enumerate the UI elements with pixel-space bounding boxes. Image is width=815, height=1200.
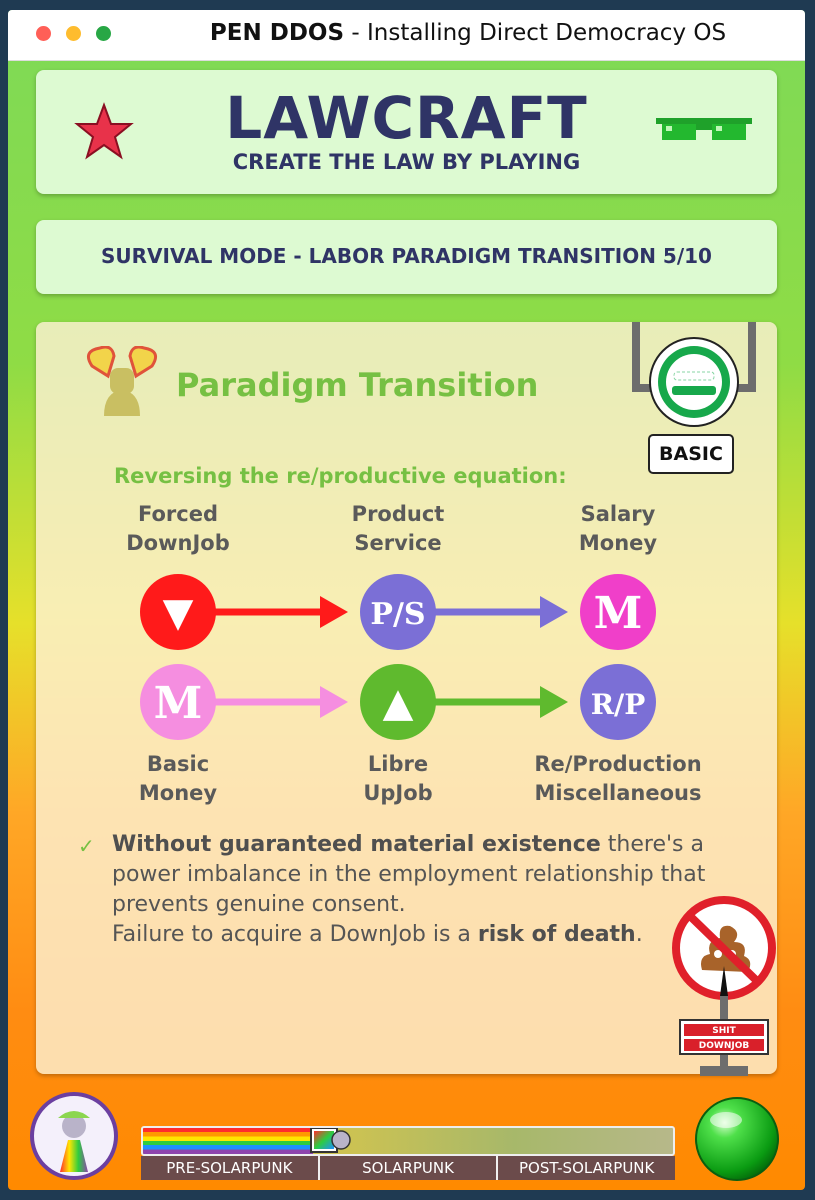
- level-badge: BASIC: [648, 434, 734, 474]
- game-header: LAWCRAFT CREATE THE LAW BY PLAYING: [36, 70, 777, 194]
- pixel-sunglasses-icon: [656, 118, 752, 140]
- no-shit-downjob-sign-icon: [672, 896, 776, 1076]
- equation-flow-diagram: ▼ P/S M M ▲ R/P: [140, 574, 656, 740]
- node-label-line: Money: [578, 531, 658, 555]
- sign-text-line-2: DOWNJOB: [698, 1041, 750, 1051]
- mode-text: SURVIVAL MODE - LABOR PARADIGM TRANSITIO…: [101, 244, 712, 268]
- node-circle: [580, 574, 656, 650]
- mode-banner: SURVIVAL MODE - LABOR PARADIGM TRANSITIO…: [36, 220, 777, 294]
- node-symbol: M: [594, 588, 643, 639]
- node-label-line: Product: [351, 502, 445, 526]
- solarpunk-progress-bar: [141, 1126, 675, 1156]
- progress-fill: [143, 1128, 313, 1154]
- body-text-3: .: [635, 922, 643, 947]
- body-bold-1: Without guaranteed material existence: [112, 832, 601, 857]
- window-title: PEN DDOS - Installing Direct Democracy O…: [148, 20, 788, 46]
- arrow-head-icon: [320, 596, 348, 628]
- body-bold-2: risk of death: [477, 922, 636, 947]
- node-label-line: Service: [354, 531, 442, 555]
- maximize-window-button[interactable]: [96, 26, 111, 41]
- body-text-2: Failure to acquire a DownJob is a: [112, 922, 478, 947]
- nyan-cat-icon: [310, 1128, 351, 1153]
- green-orb-button[interactable]: [694, 1096, 780, 1182]
- node-label-line: Salary: [580, 502, 656, 526]
- minimize-window-button[interactable]: [66, 26, 81, 41]
- node-circle: [360, 664, 436, 740]
- stage-solarpunk: SOLARPUNK: [319, 1156, 499, 1180]
- body-text-1: there's a power imbalance in the employm…: [112, 832, 706, 917]
- mind-blown-icon: [86, 346, 158, 416]
- node-circle: [140, 574, 216, 650]
- checkmark-icon: ✓: [78, 834, 95, 858]
- node-label-line: Libre: [367, 752, 429, 776]
- node-circle: [580, 664, 656, 740]
- arrow-head-icon: [320, 686, 348, 718]
- window-title-bold: PEN DDOS: [209, 20, 345, 46]
- app-window: PEN DDOS - Installing Direct Democracy O…: [8, 10, 805, 1190]
- arrow-head-icon: [540, 686, 568, 718]
- node-circle: [360, 574, 436, 650]
- close-window-button[interactable]: [36, 26, 51, 41]
- node-label-line: Miscellaneous: [534, 781, 702, 805]
- node-label-line: DownJob: [126, 531, 230, 555]
- node-label-line: Forced: [137, 502, 218, 526]
- node-label-line: Money: [138, 781, 218, 805]
- title-bar: PEN DDOS - Installing Direct Democracy O…: [8, 10, 805, 61]
- arrow-head-icon: [540, 596, 568, 628]
- node-label-line: UpJob: [363, 781, 433, 805]
- equation-subtitle: Reversing the re/productive equation:: [114, 464, 567, 488]
- body-paragraph: Without guaranteed material existence th…: [112, 830, 722, 950]
- node-label-line: Basic: [146, 752, 210, 776]
- node-symbol: ▼: [163, 589, 194, 636]
- node-label-line: Re/Production: [534, 752, 702, 776]
- game-title: LAWCRAFT: [225, 84, 588, 152]
- basic-level-sign-icon: [632, 322, 756, 427]
- card-title: Paradigm Transition: [176, 366, 539, 404]
- stage-pre-solarpunk: PRE-SOLARPUNK: [141, 1156, 320, 1180]
- node-symbol: R/P: [591, 688, 646, 721]
- player-avatar[interactable]: [30, 1092, 118, 1180]
- star-icon: [74, 102, 134, 160]
- node-symbol: P/S: [370, 597, 425, 632]
- stage-post-solarpunk: POST-SOLARPUNK: [498, 1156, 676, 1180]
- window-title-rest: - Installing Direct Democracy OS: [344, 20, 727, 46]
- sign-text-line-1: SHIT: [712, 1026, 736, 1036]
- paradigm-card: Paradigm Transition BASIC Reversing the …: [36, 322, 777, 1076]
- node-symbol: ▲: [383, 679, 414, 726]
- game-subtitle: CREATE THE LAW BY PLAYING: [232, 150, 581, 174]
- node-symbol: M: [154, 678, 203, 729]
- progress-stages: PRE-SOLARPUNK SOLARPUNK POST-SOLARPUNK: [141, 1156, 676, 1180]
- node-circle: [140, 664, 216, 740]
